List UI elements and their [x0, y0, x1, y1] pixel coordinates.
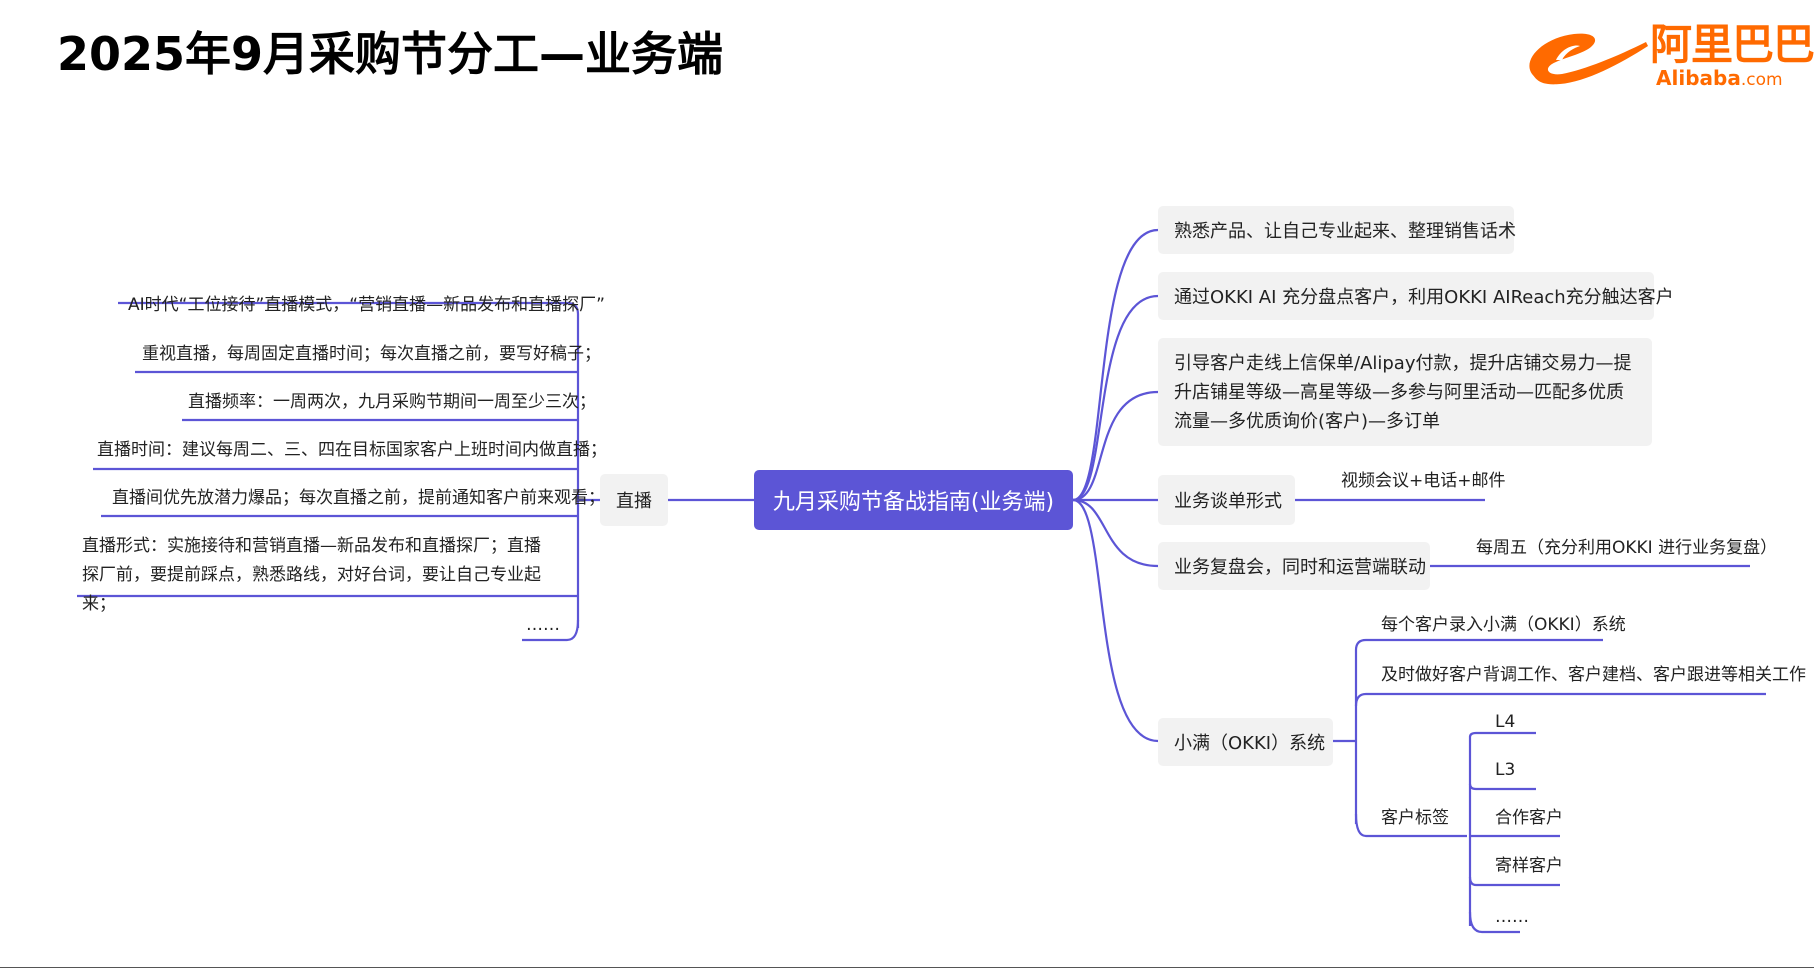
- connector-label-l3: [1468, 783, 1536, 791]
- connector-right-1: [1072, 228, 1159, 502]
- topic-alipay: 引导客户走线上信保单/Alipay付款，提升店铺交易力—提升店铺星等级—高星等级…: [1158, 338, 1652, 446]
- topic-live: 直播: [600, 474, 668, 526]
- child-deal-format: 视频会议+电话+邮件: [1341, 471, 1506, 491]
- bottom-border: [0, 967, 1814, 968]
- connector-label-sample: [1468, 876, 1560, 887]
- tag-cooperating: 合作客户: [1495, 808, 1563, 828]
- child-review: 每周五（充分利用OKKI 进行业务复盘）: [1476, 538, 1778, 558]
- connector-right-6: [1072, 498, 1159, 743]
- central-topic: 九月采购节备战指南(业务端): [754, 470, 1073, 530]
- connector-right-2: [1072, 294, 1159, 502]
- logo-english-text: Alibaba.com: [1656, 66, 1783, 90]
- left-item-more: ……: [526, 615, 560, 635]
- page-title: 2025年9月采购节分工—业务端: [57, 27, 724, 81]
- left-item-ai-mode: AI时代“工位接待”直播模式，“营销直播—新品发布和直播探厂”: [128, 295, 605, 315]
- topic-deal-format: 业务谈单形式: [1158, 475, 1295, 525]
- connector-left-item-1: [118, 301, 580, 315]
- alibaba-logo: 阿里巴巴 Alibaba.com: [1522, 20, 1814, 92]
- connector-left-item-7: [522, 619, 580, 642]
- topic-okki-ai: 通过OKKI AI 充分盘点客户，利用OKKI AIReach充分触达客户: [1158, 272, 1674, 320]
- left-item-products: 直播间优先放潜力爆品；每次直播之前，提前通知客户前来观看；: [112, 488, 605, 508]
- connector-okki-child-3: [1354, 813, 1467, 838]
- tag-more: ……: [1495, 907, 1529, 927]
- left-item-format: 直播形式：实施接待和营销直播—新品发布和直播探厂；直播探厂前，要提前踩点，熟悉路…: [82, 536, 541, 614]
- connector-right-3: [1072, 390, 1159, 502]
- left-item-time: 直播时间：建议每周二、三、四在目标国家客户上班时间内做直播；: [97, 440, 607, 460]
- left-item-frequency: 直播频率：一周两次，九月采购节期间一周至少三次；: [188, 392, 596, 412]
- child-okki-entry: 每个客户录入小满（OKKI）系统: [1381, 615, 1626, 635]
- topic-products: 熟悉产品、让自己专业起来、整理销售话术: [1158, 206, 1516, 254]
- connector-label-l4: [1468, 731, 1536, 738]
- left-item-weekly: 重视直播，每周固定直播时间；每次直播之前，要写好稿子；: [142, 344, 601, 364]
- alibaba-logo-mark: [1529, 33, 1648, 85]
- tag-l4: L4: [1495, 712, 1516, 732]
- tag-sample: 寄样客户: [1495, 856, 1563, 876]
- tag-l3: L3: [1495, 760, 1516, 780]
- connector-label-more: [1468, 911, 1520, 934]
- connector-right-5: [1072, 498, 1159, 568]
- child-okki-followup: 及时做好客户背调工作、客户建档、客户跟进等相关工作: [1381, 665, 1806, 685]
- connector-okki-child-2: [1354, 692, 1766, 707]
- child-customer-tags: 客户标签: [1381, 808, 1449, 828]
- logo-chinese-text: 阿里巴巴: [1650, 20, 1814, 69]
- topic-review: 业务复盘会，同时和运营端联动: [1158, 542, 1430, 590]
- topic-okki: 小满（OKKI）系统: [1158, 718, 1333, 766]
- connector-okki-child-1: [1354, 638, 1603, 651]
